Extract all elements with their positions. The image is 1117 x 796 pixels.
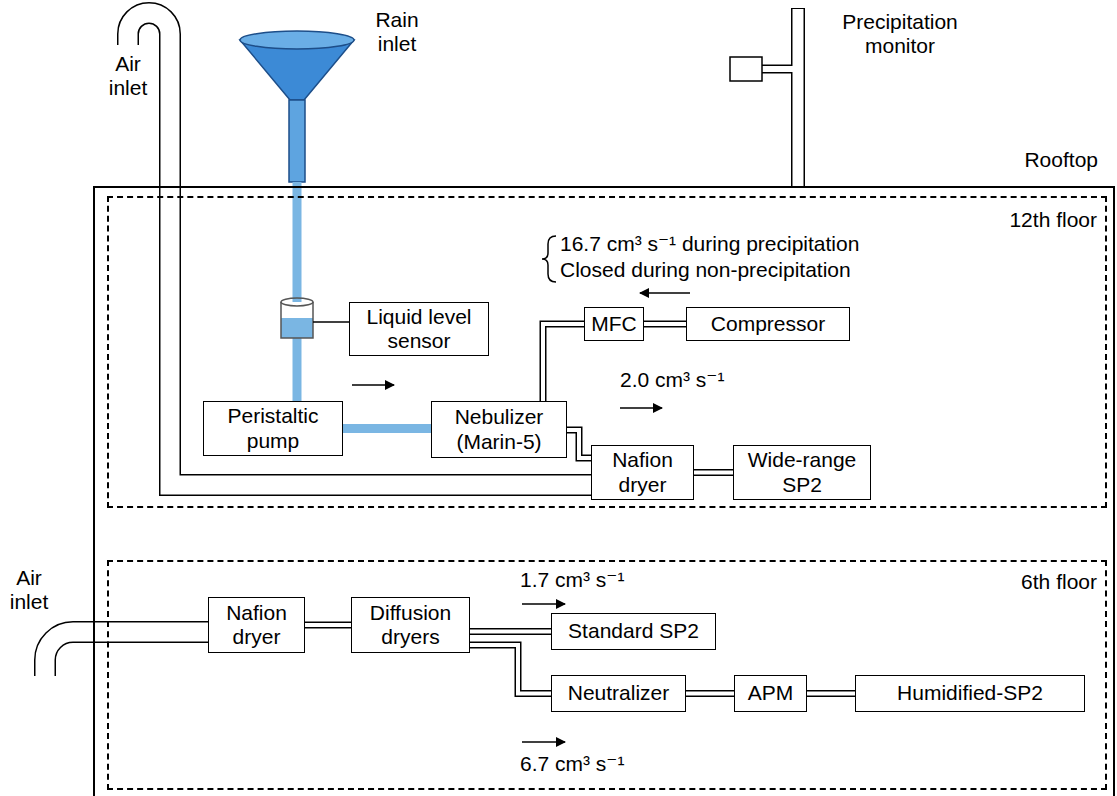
- tube-connector: [470, 645, 551, 694]
- water-line: [293, 338, 302, 401]
- flow-arrow: [640, 292, 690, 294]
- flow-arrow: [522, 603, 565, 605]
- tube-bore: [807, 692, 855, 696]
- tube-outline: [686, 690, 734, 697]
- tube-connector: [644, 324, 686, 325]
- dryer-box: Nafion dryer: [591, 445, 694, 500]
- sensor-wire: [313, 321, 349, 323]
- classifier-box: APM: [734, 675, 807, 712]
- tube-outline: [644, 321, 686, 328]
- flow-arrow: [522, 741, 565, 743]
- compressor-box: Compressor: [686, 307, 850, 341]
- tube-bore: [543, 324, 584, 401]
- precipitation-monitor: [730, 8, 798, 188]
- tube-outline: [543, 324, 584, 401]
- neutralizer-box: Neutralizer: [551, 675, 686, 712]
- water-line: [293, 182, 302, 302]
- flow-note: 16.7 cm³ s⁻¹ during precipitation: [560, 232, 859, 256]
- instrument-box: Standard SP2: [551, 613, 716, 650]
- flow-rate: 6.7 cm³ s⁻¹: [520, 752, 624, 776]
- instrument-box: Humidified-SP2: [855, 675, 1085, 712]
- controller-box: MFC: [584, 307, 644, 341]
- flow-arrow: [352, 384, 394, 386]
- inlet-label: Rain inlet: [368, 8, 426, 56]
- level-cup: [281, 298, 313, 338]
- box-label: Neutralizer: [568, 681, 670, 705]
- tube-outline: [470, 628, 551, 635]
- box-label: Peristaltic pump: [209, 404, 337, 452]
- region-title: 12th floor: [1009, 208, 1097, 232]
- nebulizer-box: Nebulizer (Marin-5): [431, 401, 567, 458]
- instrument-box: Wide-range SP2: [733, 445, 871, 500]
- box-label: Diffusion dryers: [357, 601, 464, 649]
- tube-connector: [567, 430, 591, 458]
- water-line: [343, 424, 431, 433]
- tube-bore: [305, 623, 351, 627]
- tube-bore: [686, 692, 734, 696]
- flow-rate: 1.7 cm³ s⁻¹: [520, 568, 624, 592]
- tube-bore: [694, 471, 733, 475]
- box-label: Nebulizer (Marin-5): [437, 405, 561, 453]
- tube-bore: [644, 322, 686, 326]
- inlet-label: Air inlet: [2, 566, 56, 614]
- air-inlet-tube: [128, 13, 592, 485]
- box-label: APM: [748, 681, 794, 705]
- box-label: Humidified-SP2: [897, 681, 1043, 705]
- brace: [542, 236, 556, 282]
- tube-connector: [470, 631, 551, 632]
- flow-note: Closed during non-precipitation: [560, 258, 851, 282]
- box-label: MFC: [591, 312, 637, 336]
- inlet-label: Air inlet: [100, 52, 156, 100]
- tube-bore: [470, 645, 551, 694]
- air-inlet-tube: [45, 632, 209, 677]
- sensor-box: Liquid level sensor: [349, 302, 489, 356]
- tube-outline: [305, 622, 351, 629]
- tube-connector: [543, 324, 584, 401]
- tube-connector: [305, 625, 351, 626]
- flow-arrow: [620, 407, 662, 409]
- tube-connector: [686, 693, 734, 694]
- tube-connector: [807, 693, 855, 694]
- rain-funnel: [240, 31, 354, 182]
- tube-bore: [470, 630, 551, 634]
- instrument-label: Precipitation monitor: [815, 10, 985, 58]
- tube-outline: [807, 690, 855, 697]
- tube-connector: [694, 472, 733, 473]
- box-label: Nafion dryer: [597, 448, 688, 496]
- box-label: Standard SP2: [568, 619, 699, 643]
- tube-outline: [470, 645, 551, 694]
- region-title: Rooftop: [1024, 148, 1098, 172]
- dryer-box: Nafion dryer: [208, 597, 305, 653]
- dryer-box: Diffusion dryers: [351, 597, 470, 653]
- box-label: Compressor: [711, 312, 825, 336]
- box-label: Nafion dryer: [214, 601, 299, 649]
- box-label: Wide-range SP2: [739, 448, 865, 496]
- flow-rate: 2.0 cm³ s⁻¹: [620, 368, 724, 392]
- water-line: [343, 428, 431, 429]
- tube-outline: [567, 430, 591, 458]
- pump-box: Peristaltic pump: [203, 401, 343, 456]
- tube-outline: [694, 469, 733, 476]
- region-title: 6th floor: [1021, 570, 1097, 594]
- tube-bore: [567, 430, 591, 458]
- box-label: Liquid level sensor: [355, 305, 483, 353]
